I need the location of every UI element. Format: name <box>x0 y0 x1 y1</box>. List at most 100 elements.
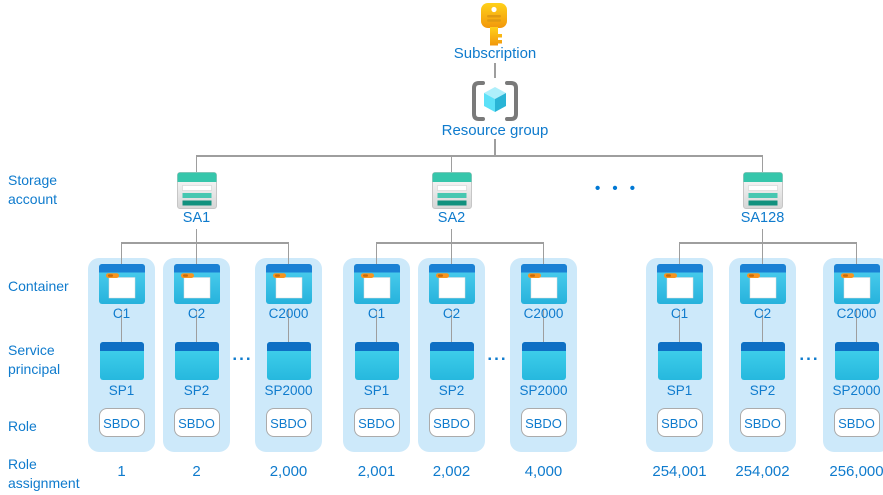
container-name: C2000 <box>836 306 877 321</box>
service-principal-name: SP2 <box>438 383 465 398</box>
connector-line <box>195 242 198 267</box>
service-principal-name: SP2000 <box>832 383 881 398</box>
connector-line <box>450 310 453 346</box>
blob-container-icon <box>739 264 786 304</box>
service-principal-icon <box>174 342 219 380</box>
blob-container-icon <box>98 264 145 304</box>
connector-line <box>195 229 198 243</box>
connector-line <box>761 229 764 243</box>
container-name: C2 <box>442 306 461 321</box>
connector-line <box>761 155 764 173</box>
containers-ellipsis: ... <box>232 345 253 364</box>
storage-account-name: SA2 <box>437 210 466 226</box>
service-principal-name: SP2000 <box>264 383 313 398</box>
service-principal-name: SP1 <box>666 383 693 398</box>
role-assignment-number: 1 <box>117 463 126 480</box>
service-principal-icon <box>266 342 311 380</box>
row-label-container: Container <box>8 278 69 294</box>
service-principal-name: SP2000 <box>519 383 568 398</box>
storage-account-icon <box>176 172 217 209</box>
connector-line <box>494 139 496 155</box>
role-badge: SBDO <box>656 408 703 437</box>
blob-container-icon <box>656 264 703 304</box>
row-label-role: Role <box>8 418 37 434</box>
connector-line <box>855 310 858 346</box>
blob-container-icon <box>833 264 880 304</box>
container-name: C1 <box>112 306 131 321</box>
connector-line <box>494 63 496 78</box>
container-name: C1 <box>367 306 386 321</box>
connector-line <box>195 310 198 346</box>
role-assignment-number: 256,000 <box>829 463 883 480</box>
connector-line <box>761 242 764 267</box>
connector-line <box>287 310 290 346</box>
service-principal-name: SP2 <box>749 383 776 398</box>
service-principal-name: SP1 <box>108 383 135 398</box>
connector-line <box>120 310 123 346</box>
service-principal-icon <box>834 342 879 380</box>
blob-container-icon <box>520 264 567 304</box>
subscription-label: Subscription <box>453 45 537 62</box>
container-name: C1 <box>670 306 689 321</box>
role-badge: SBDO <box>98 408 145 437</box>
container-name: C2 <box>753 306 772 321</box>
connector-line <box>450 155 453 173</box>
role-assignment-number: 254,002 <box>735 463 790 480</box>
connector-line <box>761 310 764 346</box>
role-assignment-number: 2 <box>192 463 201 480</box>
service-principal-icon <box>99 342 144 380</box>
role-badge: SBDO <box>833 408 880 437</box>
connector-line <box>450 229 453 243</box>
role-badge: SBDO <box>265 408 312 437</box>
containers-ellipsis: ... <box>799 345 820 364</box>
role-assignment-number: 254,001 <box>652 463 707 480</box>
blob-container-icon <box>353 264 400 304</box>
role-assignment-number: 2,000 <box>269 463 308 480</box>
connector-line <box>678 310 681 346</box>
service-principal-icon <box>657 342 702 380</box>
container-name: C2000 <box>523 306 564 321</box>
blob-container-icon <box>428 264 475 304</box>
connector-line <box>195 155 198 173</box>
storage-account-name: SA128 <box>740 210 785 226</box>
connector-line <box>375 310 378 346</box>
connector-line <box>542 310 545 346</box>
connector-line <box>679 242 857 244</box>
connector-line <box>121 242 289 244</box>
connector-line <box>542 242 545 267</box>
blob-container-icon <box>265 264 312 304</box>
service-principal-icon <box>354 342 399 380</box>
role-badge: SBDO <box>353 408 400 437</box>
role-assignment-number: 2,002 <box>432 463 471 480</box>
role-badge: SBDO <box>739 408 786 437</box>
connector-line <box>450 242 453 267</box>
subscription-key-icon <box>481 3 507 46</box>
service-principal-name: SP1 <box>363 383 390 398</box>
service-principal-icon <box>429 342 474 380</box>
resource-group-label: Resource group <box>441 122 549 139</box>
storage-account-name: SA1 <box>182 210 211 226</box>
role-assignment-number: 4,000 <box>524 463 563 480</box>
container-name: C2000 <box>268 306 309 321</box>
role-badge: SBDO <box>428 408 475 437</box>
row-label-role-assignment: Role assignment <box>8 456 80 491</box>
storage-accounts-ellipsis: • • • <box>594 180 640 197</box>
row-label-service-principal: Service principal <box>8 342 61 377</box>
role-badge: SBDO <box>173 408 220 437</box>
row-label-storage-account: Storage account <box>8 172 58 207</box>
storage-account-icon <box>742 172 783 209</box>
role-badge: SBDO <box>520 408 567 437</box>
service-principal-name: SP2 <box>183 383 210 398</box>
role-assignment-number: 2,001 <box>357 463 396 480</box>
connector-line <box>120 242 123 267</box>
connector-line <box>376 242 544 244</box>
blob-container-icon <box>173 264 220 304</box>
storage-account-icon <box>431 172 472 209</box>
container-name: C2 <box>187 306 206 321</box>
containers-ellipsis: ... <box>487 345 508 364</box>
connector-line <box>678 242 681 267</box>
connector-line <box>196 155 763 157</box>
connector-line <box>375 242 378 267</box>
service-principal-icon <box>521 342 566 380</box>
connector-line <box>287 242 290 267</box>
